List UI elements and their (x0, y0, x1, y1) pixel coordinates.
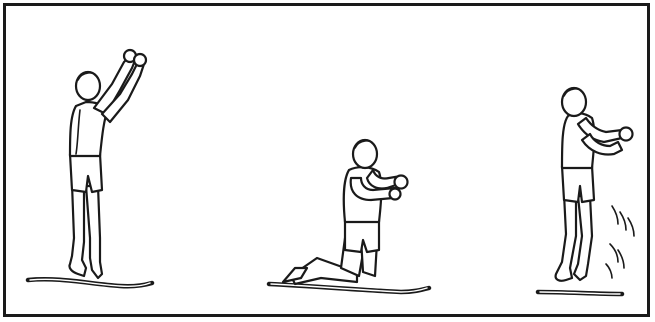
right-leg (86, 186, 102, 278)
jumping-figure-icon (20, 6, 170, 316)
shorts (562, 166, 594, 202)
shorts (345, 220, 379, 252)
left-leg (69, 184, 86, 276)
fist (620, 128, 633, 141)
figure-frame (3, 3, 650, 317)
shorts (70, 154, 102, 192)
right-fist (134, 54, 146, 66)
motion-lines-icon (606, 206, 634, 278)
panel-jumping (20, 6, 170, 314)
left-leg (556, 194, 576, 281)
landing-figure-icon (526, 6, 650, 316)
fist-2 (390, 189, 401, 200)
panel-landing (526, 6, 650, 314)
fist (395, 176, 408, 189)
kneeling-figure-icon (261, 6, 441, 316)
panel-kneeling (261, 6, 441, 314)
